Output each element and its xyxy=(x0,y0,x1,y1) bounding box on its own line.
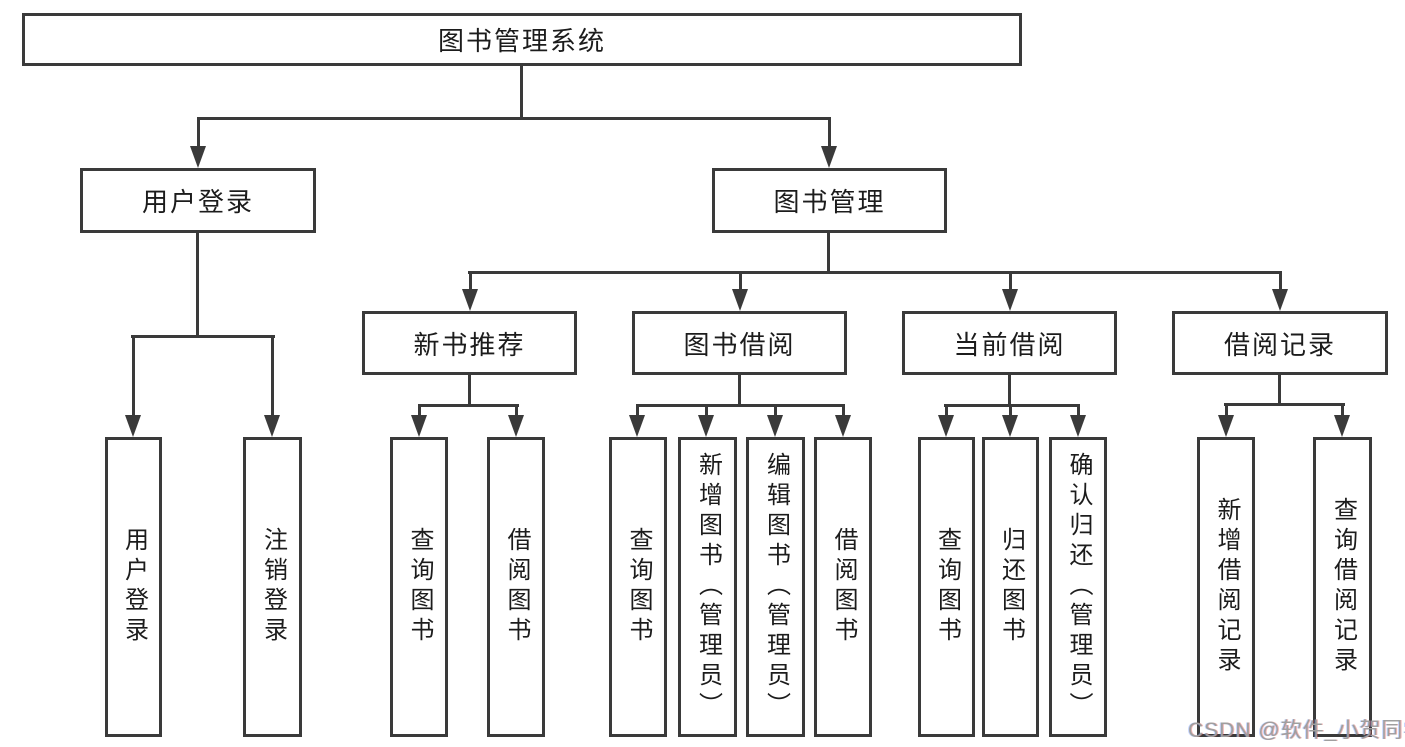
node-current-borrow: 当前借阅 xyxy=(902,311,1117,375)
arrow-to-records xyxy=(1272,273,1288,311)
node-book-management: 图书管理 xyxy=(712,168,947,233)
node-book-borrow-label: 图书借阅 xyxy=(683,329,796,360)
node-new-book-recommend-label: 新书推荐 xyxy=(413,329,526,360)
node-book-management-label: 图书管理 xyxy=(773,187,886,217)
node-borrow-records-label: 借阅记录 xyxy=(1223,329,1336,360)
arrow-to-borrow-edit xyxy=(767,406,783,437)
leaf-current-return-book-label: 归还图书 xyxy=(997,527,1025,647)
leaf-recommend-borrow-book: 借阅图书 xyxy=(487,437,545,737)
node-new-book-recommend: 新书推荐 xyxy=(362,311,577,375)
arrow-to-recommend-query xyxy=(411,406,427,437)
connector-level2-branch xyxy=(197,117,831,120)
arrow-to-recommend xyxy=(462,273,478,311)
leaf-borrow-borrow-book: 借阅图书 xyxy=(814,437,872,737)
arrow-to-current-return xyxy=(1002,406,1018,437)
connector-book-stem xyxy=(827,230,830,274)
watermark: CSDN @软件_小贺同学 xyxy=(1188,719,1405,742)
arrow-to-current-query xyxy=(938,406,954,437)
node-current-borrow-label: 当前借阅 xyxy=(953,329,1066,360)
arrow-to-user-login-module xyxy=(190,118,206,168)
leaf-records-add: 新增借阅记录 xyxy=(1197,437,1255,737)
leaf-borrow-borrow-book-label: 借阅图书 xyxy=(830,527,857,647)
node-borrow-records: 借阅记录 xyxy=(1172,311,1388,375)
arrow-to-borrow xyxy=(732,273,748,311)
leaf-current-confirm-return: 确认归还（管理员） xyxy=(1049,437,1107,737)
connector-user-stem xyxy=(196,230,199,338)
leaf-user-login: 用户登录 xyxy=(105,437,162,737)
leaf-records-query-label: 查询借阅记录 xyxy=(1329,497,1357,677)
connector-user-branch xyxy=(131,335,275,338)
leaf-recommend-borrow-book-label: 借阅图书 xyxy=(503,527,530,647)
connector-borrow-branch xyxy=(636,404,845,407)
leaf-current-query-book-label: 查询图书 xyxy=(933,527,961,647)
node-root: 图书管理系统 xyxy=(22,13,1022,66)
connector-root-stem xyxy=(520,64,523,119)
connector-borrow-stem xyxy=(738,373,741,407)
node-root-label: 图书管理系统 xyxy=(437,26,606,56)
leaf-borrow-query-book: 查询图书 xyxy=(609,437,667,737)
leaf-borrow-add-book-label: 新增图书（管理员） xyxy=(694,452,722,722)
leaf-recommend-query-book-label: 查询图书 xyxy=(406,527,433,647)
leaf-user-login-label: 用户登录 xyxy=(120,527,148,647)
arrow-to-records-add xyxy=(1218,405,1234,437)
leaf-current-confirm-return-label: 确认归还（管理员） xyxy=(1065,452,1092,722)
arrow-to-records-query xyxy=(1334,405,1350,437)
node-user-login-module-label: 用户登录 xyxy=(141,187,254,217)
arrow-to-user-logout xyxy=(264,337,280,437)
arrow-to-user-login xyxy=(125,337,141,437)
arrow-to-borrow-borrow xyxy=(835,406,851,437)
arrow-to-current xyxy=(1002,273,1018,311)
leaf-records-add-label: 新增借阅记录 xyxy=(1213,497,1240,677)
connector-current-branch xyxy=(944,404,1080,407)
connector-recommend-stem xyxy=(468,373,471,407)
arrow-to-borrow-query xyxy=(629,406,645,437)
leaf-current-return-book: 归还图书 xyxy=(982,437,1039,737)
arrow-to-recommend-borrow xyxy=(508,406,524,437)
connector-level3-branch xyxy=(468,271,1282,274)
leaf-user-logout-label: 注销登录 xyxy=(259,527,287,647)
node-user-login-module: 用户登录 xyxy=(80,168,316,233)
leaf-recommend-query-book: 查询图书 xyxy=(390,437,448,737)
node-book-borrow: 图书借阅 xyxy=(632,311,847,375)
leaf-borrow-add-book: 新增图书（管理员） xyxy=(678,437,737,737)
leaf-borrow-edit-book-label: 编辑图书（管理员） xyxy=(762,452,790,722)
leaf-borrow-query-book-label: 查询图书 xyxy=(625,527,652,647)
leaf-user-logout: 注销登录 xyxy=(243,437,302,737)
leaf-borrow-edit-book: 编辑图书（管理员） xyxy=(746,437,805,737)
arrow-to-current-confirm xyxy=(1070,406,1086,437)
arrow-to-book-management xyxy=(821,118,837,168)
leaf-records-query: 查询借阅记录 xyxy=(1313,437,1372,737)
arrow-to-borrow-add xyxy=(698,406,714,437)
connector-current-stem xyxy=(1008,373,1011,407)
connector-recommend-branch xyxy=(418,404,519,407)
connector-records-branch xyxy=(1224,403,1345,406)
connector-records-stem xyxy=(1278,373,1281,406)
leaf-current-query-book: 查询图书 xyxy=(918,437,975,737)
